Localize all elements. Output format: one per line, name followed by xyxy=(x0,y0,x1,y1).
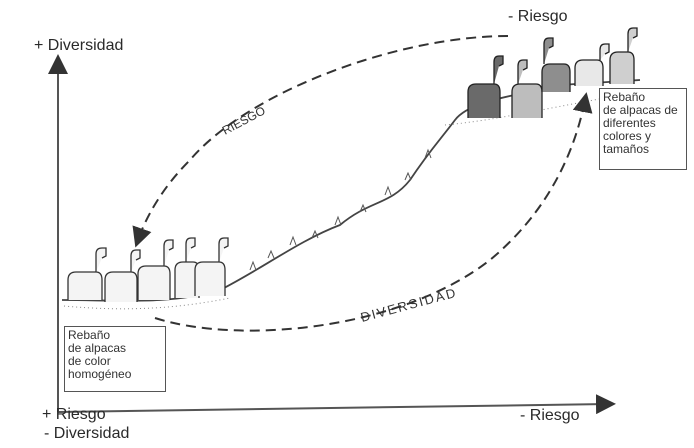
caption-line: tamaños xyxy=(603,142,650,156)
caption-line: diferentes xyxy=(603,116,656,130)
caption-line: Rebaño xyxy=(68,328,111,342)
alpaca xyxy=(137,239,174,300)
alpaca xyxy=(541,37,571,92)
homogeneous-herd xyxy=(67,237,229,302)
bottom-left-label-2: - Diversidad xyxy=(44,425,130,442)
caption-line: homogéneo xyxy=(68,367,132,381)
diversidad-arrow-label: DIVERSIDAD xyxy=(359,285,459,325)
alpaca xyxy=(511,59,543,118)
x-axis xyxy=(57,394,616,415)
top-right-label: - Riesgo xyxy=(508,8,568,25)
top-left-label: + Diversidad xyxy=(34,37,124,54)
diverse-herd-caption: Rebaño de alpacas de diferentes colores … xyxy=(599,88,687,170)
alpaca xyxy=(467,55,504,118)
caption-line: de alpacas de xyxy=(603,103,678,117)
caption-line: colores y xyxy=(603,129,652,143)
diversidad-arrow xyxy=(154,92,593,332)
caption-line: de alpacas xyxy=(68,341,127,355)
alpaca xyxy=(67,247,107,300)
bottom-right-label: - Riesgo xyxy=(520,407,580,424)
diverse-herd xyxy=(467,27,638,118)
riesgo-arrow-label: RIESGO xyxy=(220,103,268,137)
alpaca xyxy=(104,249,141,302)
homogeneous-herd-caption: Rebaño de alpacas de color homogéneo xyxy=(64,326,166,392)
caption-line: Rebaño xyxy=(603,90,646,104)
alpaca xyxy=(609,27,638,84)
riesgo-arrow xyxy=(132,35,509,248)
caption-line: de color xyxy=(68,354,111,368)
alpaca xyxy=(574,43,610,86)
alpaca xyxy=(194,237,229,296)
bottom-left-label-1: + Riesgo xyxy=(42,406,106,423)
